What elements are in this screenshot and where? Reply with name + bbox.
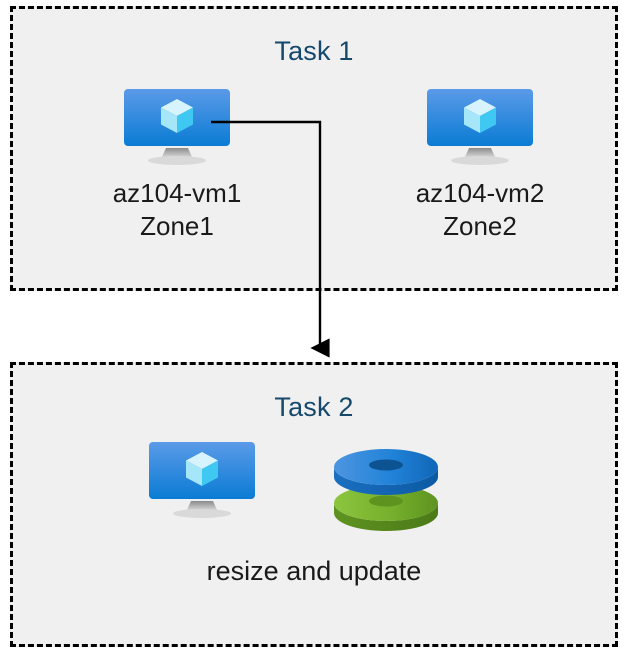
virtual-machine-icon <box>124 89 230 165</box>
task-2-panel: Task 2 <box>10 362 618 647</box>
node-az104-vm1[interactable]: az104-vm1 Zone1 <box>68 87 286 243</box>
task-1-panel: Task 1 <box>10 6 618 291</box>
virtual-machine-icon <box>149 442 255 518</box>
task-1-title: Task 1 <box>274 36 354 66</box>
node-az104-vm2[interactable]: az104-vm2 Zone2 <box>371 87 589 243</box>
task-2-caption: resize and update <box>206 556 422 586</box>
node-label-az104-vm1: az104-vm1 Zone1 <box>112 178 242 241</box>
disk-green <box>334 485 438 531</box>
task-2-title: Task 2 <box>274 392 354 422</box>
node-label-az104-vm2: az104-vm2 Zone2 <box>415 178 545 241</box>
disks-icon <box>334 449 438 531</box>
node-vm-resize[interactable] <box>142 440 262 520</box>
disk-blue <box>334 449 438 495</box>
node-managed-disks[interactable] <box>330 443 442 535</box>
virtual-machine-icon <box>427 89 533 165</box>
